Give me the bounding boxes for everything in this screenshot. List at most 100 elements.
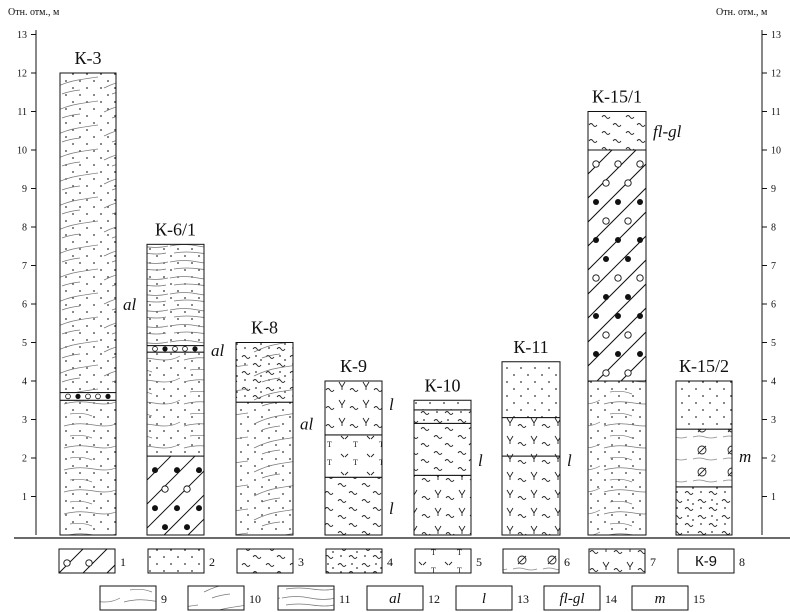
left-tick-label: 7: [22, 261, 27, 272]
genesis-label: l: [389, 499, 394, 518]
genesis-label: al: [300, 414, 314, 433]
legend-swatch-border: [677, 548, 735, 574]
legend-item-6: 6: [502, 548, 570, 574]
layer-lines-c9: [588, 381, 646, 535]
legend-swatch-border: [455, 585, 513, 611]
legend-number: 4: [387, 555, 393, 569]
left-tick-label: 13: [17, 30, 27, 41]
left-tick-label: 11: [17, 107, 27, 118]
layer-p4: [414, 409, 471, 424]
legend-swatch-border: [543, 585, 601, 611]
genesis-label: al: [211, 341, 225, 360]
col-k3: К-3 al: [59, 48, 137, 536]
right-tick-label: 3: [771, 415, 776, 426]
layer-boundary: [675, 380, 733, 430]
legend-swatch-border: [631, 585, 689, 611]
left-tick-label: 4: [22, 377, 27, 388]
left-tick-label: 9: [22, 184, 27, 195]
layer-p7: [502, 456, 560, 535]
right-tick-label: 11: [771, 107, 781, 118]
legend-item-2: 2: [147, 548, 215, 574]
right-tick-label: 1: [771, 492, 776, 503]
legend-item-13: l 13: [455, 585, 529, 611]
legend-swatch-border: [58, 548, 116, 574]
layer-boundary: [235, 342, 294, 403]
column-title: К-8: [251, 318, 278, 338]
layer-boundary: [59, 72, 117, 394]
legend-number: 7: [650, 555, 656, 569]
legend-swatch-text: al: [389, 591, 401, 607]
legend-swatch-border: [147, 548, 205, 574]
column-title: К-15/2: [679, 356, 729, 376]
legend-item-4: 4: [325, 548, 393, 574]
legend-swatch-hatch: [59, 549, 115, 573]
legend-number: 10: [249, 592, 261, 606]
right-tick-label: 7: [771, 261, 776, 272]
legend-item-10: 10: [187, 585, 261, 611]
legend-number: 1: [120, 555, 126, 569]
left-tick-label: 12: [17, 69, 27, 80]
col-k61: К-6/1 al: [146, 219, 225, 536]
right-tick-label: 8: [771, 223, 776, 234]
borehole-columns: К-3alК-6/1alК-8alК-9llК-10lК-11lК-15/1fl…: [59, 48, 751, 536]
genesis-label: fl-gl: [653, 122, 682, 141]
legend-swatch-text: m: [655, 591, 666, 607]
column-title: К-6/1: [155, 219, 196, 239]
legend-number: 13: [517, 592, 529, 606]
layer-boundary: [501, 361, 561, 419]
legend-item-7: 7: [588, 548, 656, 574]
legend-swatch-border: [187, 585, 245, 611]
legend-swatch-text: fl-gl: [560, 591, 585, 607]
legend-swatch: [589, 549, 645, 573]
legend-number: 8: [739, 555, 745, 569]
legend-item-11: 11: [277, 585, 351, 611]
layer-p4: [676, 486, 732, 535]
col-k8: К-8 al: [235, 318, 314, 536]
legend-number: 5: [476, 555, 482, 569]
layer-p3: [325, 477, 382, 535]
right-tick-label: 13: [771, 30, 781, 41]
genesis-label: m: [739, 447, 751, 466]
right-tick-label: 12: [771, 69, 781, 80]
legend-number: 2: [209, 555, 215, 569]
left-tick-label: 1: [22, 492, 27, 503]
col-k11: К-11l: [501, 337, 572, 536]
legend-item-12: al 12: [366, 585, 440, 611]
column-title: К-15/1: [592, 87, 642, 107]
layer-boundary: [324, 380, 383, 436]
legend-number: 15: [693, 592, 705, 606]
legend-swatch-border: [502, 548, 560, 574]
legend-swatch-text: l: [482, 591, 486, 607]
layer-lines-c10: [60, 73, 116, 393]
col-k9: К-9 l l: [324, 356, 394, 536]
left-tick-label: 3: [22, 415, 27, 426]
right-tick-label: 5: [771, 338, 776, 349]
legend-number: 3: [298, 555, 304, 569]
legend-swatch-border: [236, 548, 294, 574]
legend-swatch: [188, 586, 244, 610]
legend-swatch-border: [99, 585, 157, 611]
genesis-label: l: [389, 395, 394, 414]
layer-p6: [676, 429, 732, 487]
legend-item-1: 1: [58, 548, 126, 574]
column-title: К-3: [75, 48, 102, 68]
layer-boundary: [587, 111, 647, 151]
right-tick-label: 6: [771, 300, 776, 311]
legend-number: 6: [564, 555, 570, 569]
legend-swatch-border: [414, 548, 472, 574]
layer-lines-c11: [147, 244, 204, 346]
genesis-label: l: [567, 451, 572, 470]
legend-swatch: [148, 549, 204, 573]
legend-swatch: [100, 586, 156, 610]
legend-number: 12: [428, 592, 440, 606]
layer-p2: [676, 381, 732, 430]
left-tick-label: 8: [22, 223, 27, 234]
genesis-label: al: [123, 295, 137, 314]
layer-p7: [414, 475, 471, 535]
column-title: К-9: [340, 356, 367, 376]
legend-number: 9: [161, 592, 167, 606]
